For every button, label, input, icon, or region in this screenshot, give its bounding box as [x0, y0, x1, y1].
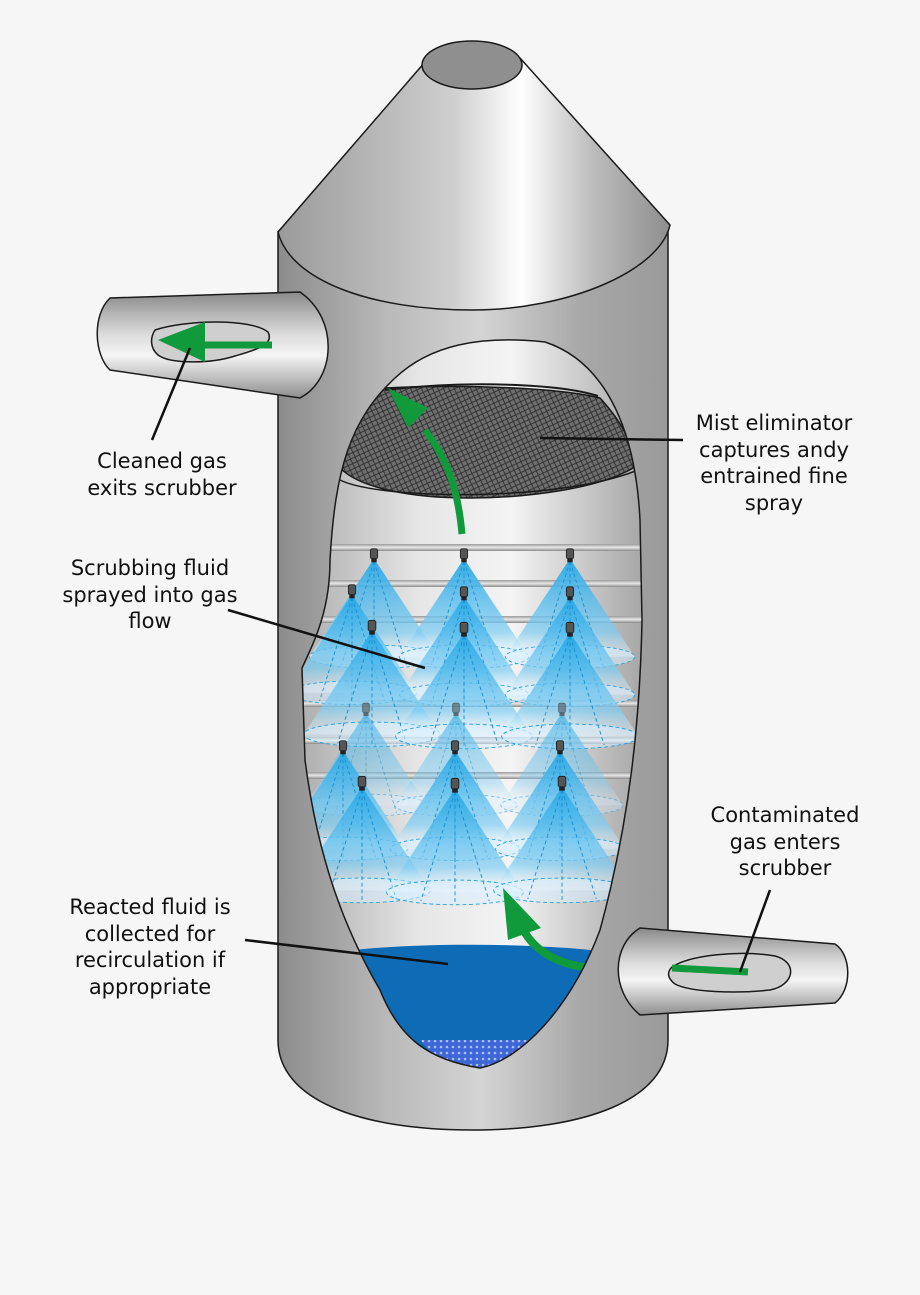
label-cleaned-gas: Cleaned gas exits scrubber — [62, 448, 262, 501]
outlet-pipe — [96, 291, 329, 399]
label-contaminated-gas: Contaminated gas enters scrubber — [690, 802, 880, 882]
label-reacted-fluid: Reacted fluid is collected for recircula… — [40, 894, 260, 1000]
label-line: Mist eliminator — [695, 411, 853, 435]
label-line: gas enters — [729, 829, 841, 854]
label-line: spray — [744, 490, 804, 515]
cutaway-interior — [302, 339, 642, 1068]
label-line: appropriate — [88, 974, 212, 999]
inlet-pipe — [617, 927, 849, 1016]
top-outlet — [421, 40, 523, 90]
label-line: collected for — [84, 921, 216, 946]
leader-lines — [150, 347, 772, 973]
label-line: Scrubbing fluid — [70, 556, 230, 580]
vessel-cone — [277, 57, 671, 311]
label-line: scrubber — [738, 856, 832, 880]
label-line: flow — [128, 609, 172, 633]
label-line: sprayed into gas — [62, 582, 238, 607]
cutaway-outline — [301, 339, 643, 1069]
label-line: Cleaned gas — [97, 449, 227, 473]
label-line: recirculation if — [74, 948, 226, 972]
label-line: entrained fine — [700, 464, 848, 488]
label-line: Reacted fluid is — [69, 895, 231, 919]
label-mist-eliminator: Mist eliminator captures andy entrained … — [674, 410, 874, 516]
inner-upper-flow-arrow-icon — [422, 427, 466, 535]
contaminated-gas-arrow-icon — [671, 964, 749, 976]
label-scrubbing-fluid: Scrubbing fluid sprayed into gas flow — [40, 555, 260, 635]
mist-eliminator-mesh — [339, 383, 639, 499]
label-line: exits scrubber — [87, 475, 237, 500]
label-line: Contaminated — [710, 803, 860, 827]
label-line: captures andy — [699, 437, 849, 462]
